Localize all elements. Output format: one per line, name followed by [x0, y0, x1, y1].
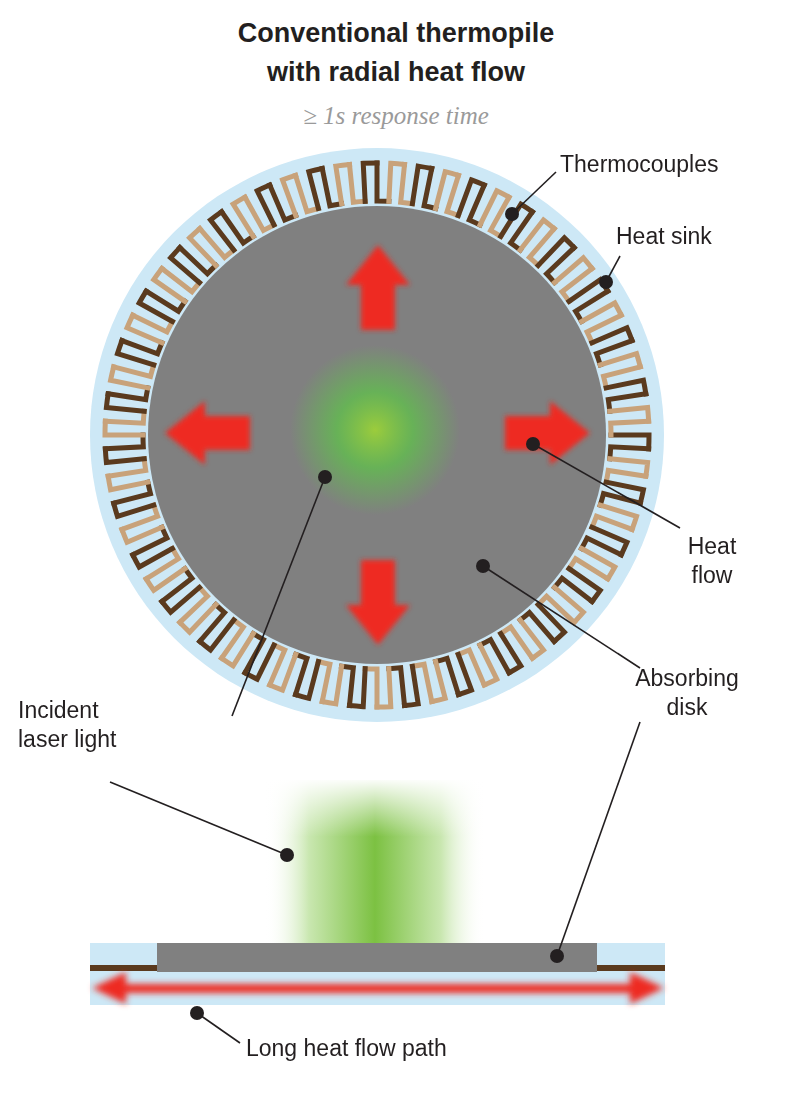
- thermocouple: [600, 494, 640, 505]
- heat-flow-arrows: [165, 245, 590, 645]
- thermocouple: [146, 291, 185, 311]
- thermocouple: [108, 388, 148, 400]
- thermocouple: [296, 654, 307, 694]
- thermocouple: [611, 421, 649, 435]
- thermocouple: [424, 169, 436, 209]
- thermocouple: [432, 662, 445, 702]
- heat-flow-arrow: [505, 401, 590, 465]
- thermocouple: [336, 164, 350, 203]
- heat-flow-arrow: [346, 560, 410, 645]
- heat-flow-arrow: [346, 245, 410, 330]
- part-label: Thermocouples: [560, 150, 760, 179]
- thermocouple: [447, 175, 458, 215]
- thermocouple: [146, 569, 185, 591]
- thermocouple: [569, 559, 608, 579]
- subtitle: ≥ 1s response time: [246, 100, 546, 131]
- part-label: Incident laser light: [18, 696, 118, 754]
- thermocouple: [606, 470, 646, 482]
- thermocouple: [458, 654, 471, 694]
- thermocouple: [318, 662, 330, 702]
- leader-lines: [110, 172, 680, 1043]
- thermocouple: [606, 380, 646, 394]
- part-label: Heat flow: [672, 532, 752, 590]
- thermocouple: [309, 169, 322, 209]
- disk-section: [157, 943, 597, 972]
- thermocouple: [342, 666, 354, 705]
- thermocouple-section: [597, 965, 665, 971]
- heat-sink: [90, 148, 664, 722]
- heat-flow-arrow: [165, 401, 250, 465]
- heat-sink-section: [90, 943, 665, 1005]
- thermocouple: [600, 354, 640, 367]
- thermocouple-ring: [105, 163, 649, 707]
- thermocouple: [108, 476, 148, 490]
- thermocouple: [520, 620, 543, 658]
- leader-dots: [190, 207, 613, 1020]
- absorbing-disk: [148, 206, 606, 664]
- thermocouple: [114, 503, 154, 516]
- part-label: Long heat flow path: [246, 1034, 546, 1063]
- thermocouple: [401, 164, 413, 203]
- part-label: Absorbing disk: [612, 664, 762, 722]
- beam-fade: [260, 778, 490, 946]
- thermocouple-section: [90, 965, 157, 971]
- thermocouple: [211, 212, 234, 250]
- long-path-arrow: [92, 972, 664, 1004]
- thermocouple: [405, 666, 419, 705]
- thermocouple: [283, 175, 296, 215]
- part-label: Heat sink: [616, 222, 766, 251]
- laser-spot: [290, 345, 460, 515]
- title: Conventional thermopile with radial heat…: [216, 14, 576, 92]
- thermocouple: [114, 365, 154, 376]
